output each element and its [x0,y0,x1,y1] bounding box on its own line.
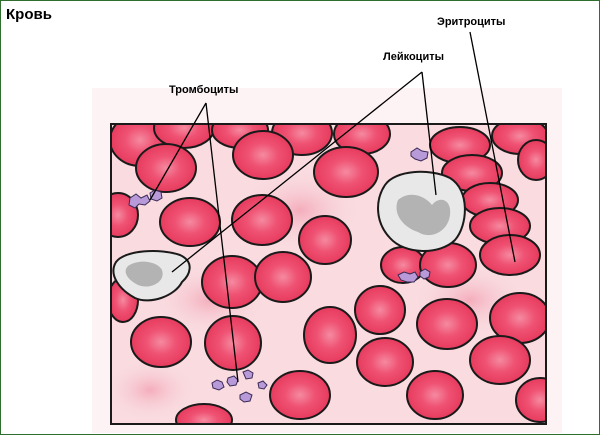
erythrocyte [232,130,294,180]
leukocyte-nucleus [125,261,163,287]
erythrocyte [479,234,541,276]
erythrocyte [254,251,312,303]
platelet [226,375,239,387]
erythrocyte [135,143,197,193]
cells-layer [111,124,546,424]
erythrocyte [406,370,464,420]
leader-line-leukocytes [171,71,423,273]
erythrocyte [303,306,357,364]
leader-line-platelets [205,102,239,383]
erythrocyte [175,403,233,424]
platelet [128,193,151,209]
erythrocyte [130,316,192,368]
platelet [242,369,254,380]
page-title: Кровь [6,6,52,23]
platelet [419,268,431,280]
platelet [397,271,419,283]
erythrocytes-label: Эритроциты [437,16,506,28]
platelet [257,380,268,390]
erythrocyte [159,197,221,247]
erythrocyte [469,335,531,385]
erythrocyte [416,298,478,350]
leader-line-platelets [149,102,207,201]
erythrocyte [354,285,406,335]
erythrocyte [515,377,546,423]
erythrocyte [313,146,379,198]
erythrocyte [269,370,331,420]
plasma-box-border [110,123,547,425]
platelet [211,379,225,391]
erythrocyte [201,255,263,309]
leader-line-erythrocytes [469,31,516,263]
platelets-label: Тромбоциты [169,84,239,96]
erythrocyte [231,194,293,246]
leukocyte-nucleus [396,194,451,236]
platelet [239,391,253,403]
leukocytes-label: Лейкоциты [383,51,444,63]
erythrocyte [298,215,352,265]
platelet [149,189,163,202]
erythrocyte [356,337,414,387]
leader-line-leukocytes [421,71,437,196]
erythrocyte [517,139,546,181]
platelet [410,147,429,162]
